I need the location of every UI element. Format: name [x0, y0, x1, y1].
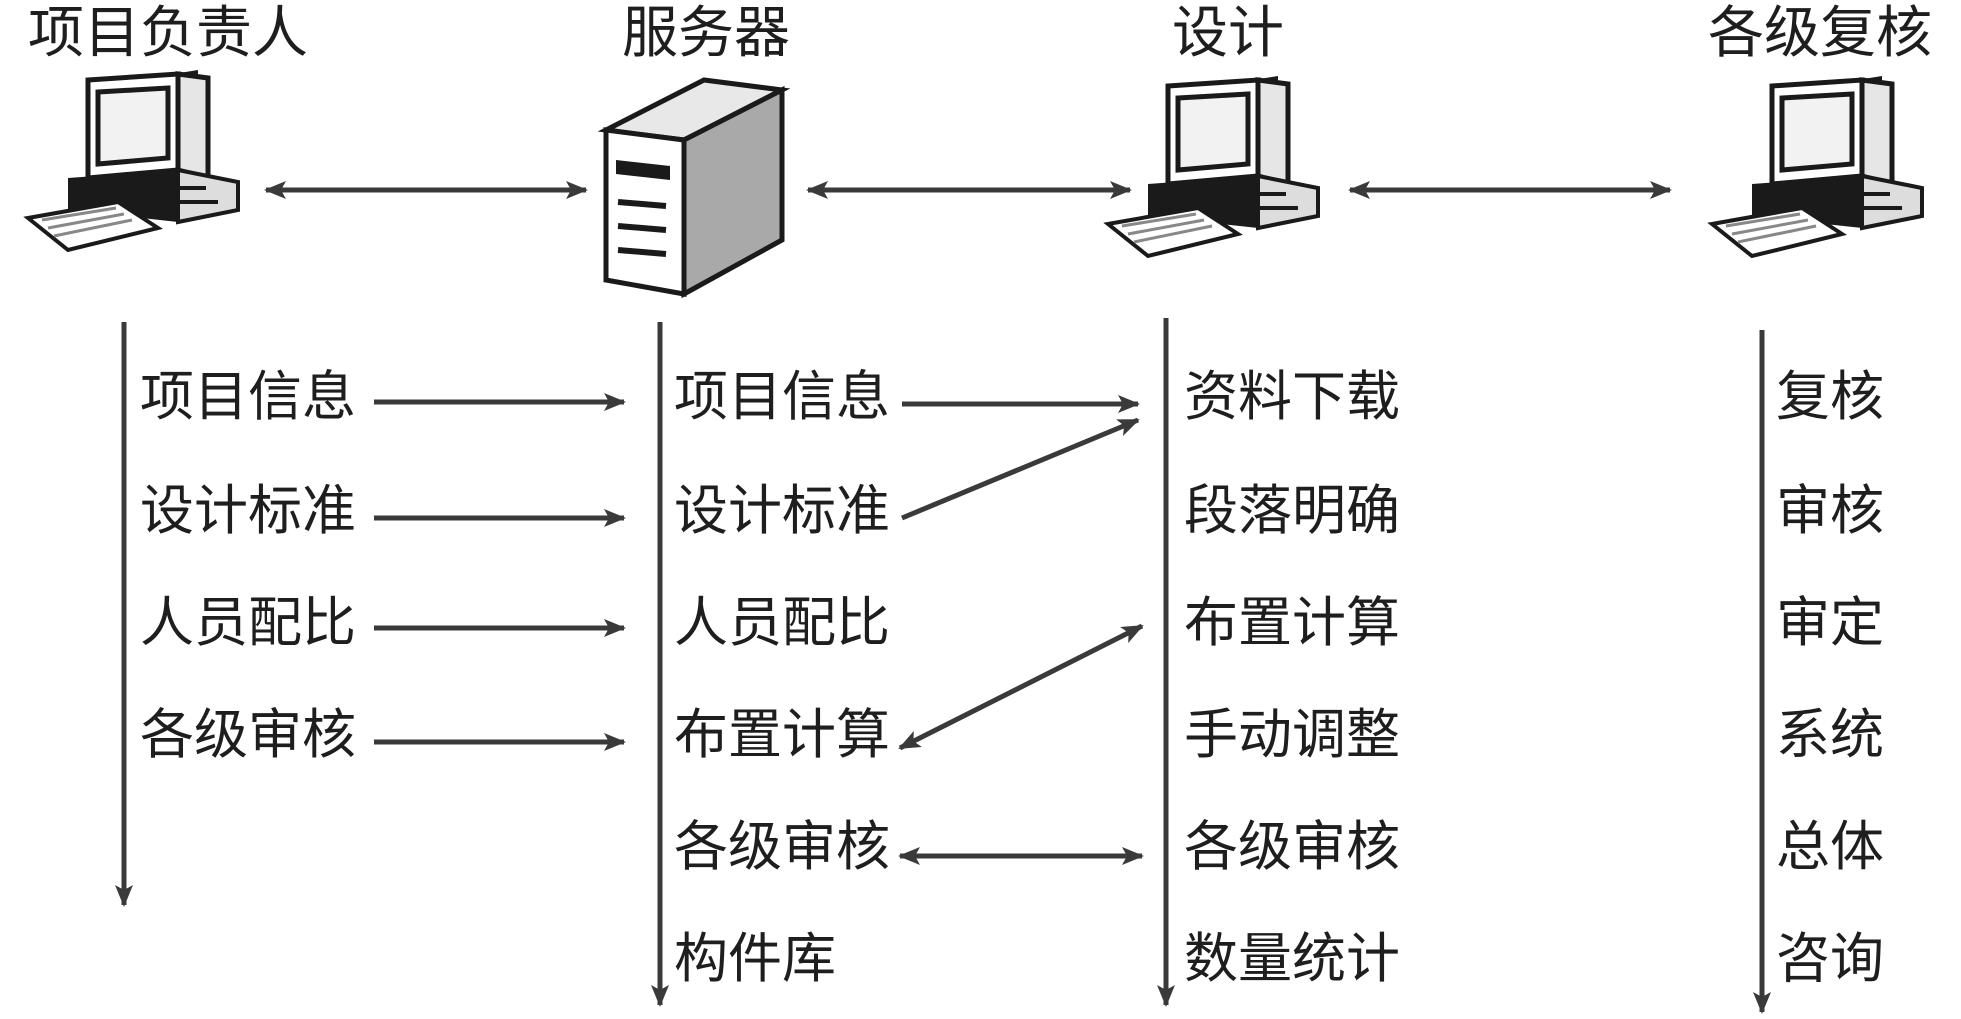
- review-step: 系统: [1776, 703, 1884, 766]
- node-title-review: 各级复核: [1708, 1, 1932, 66]
- desktop-computer-icon: [1103, 76, 1320, 259]
- server-step: 设计标准: [674, 479, 890, 542]
- manager-step: 人员配比: [140, 591, 356, 654]
- server-step: 各级审核: [674, 815, 890, 878]
- review-step: 总体: [1776, 815, 1884, 878]
- review-step: 审核: [1776, 479, 1884, 542]
- manager-step: 设计标准: [140, 479, 356, 542]
- node-title-manager: 项目负责人: [28, 1, 308, 66]
- server-step: 人员配比: [674, 591, 890, 654]
- review-step: 复核: [1776, 365, 1884, 428]
- server-step: 布置计算: [674, 703, 890, 766]
- design-step: 段落明确: [1184, 479, 1400, 542]
- design-step: 布置计算: [1184, 591, 1400, 654]
- desktop-computer-icon: [1707, 76, 1924, 259]
- design-step: 资料下载: [1184, 365, 1400, 428]
- design-step: 手动调整: [1184, 703, 1400, 766]
- review-step: 审定: [1776, 591, 1884, 654]
- server-tower-icon: [597, 77, 791, 299]
- review-step: 咨询: [1776, 927, 1884, 990]
- server-step: 构件库: [674, 927, 836, 990]
- manager-step: 各级审核: [140, 703, 356, 766]
- flow-arrow: [898, 623, 1144, 751]
- server-step: 项目信息: [674, 365, 890, 428]
- design-step: 各级审核: [1184, 815, 1400, 878]
- node-title-server: 服务器: [622, 1, 790, 66]
- node-title-design: 设计: [1172, 1, 1284, 66]
- desktop-computer-icon: [23, 70, 240, 253]
- flow-arrow: [901, 417, 1140, 521]
- design-step: 数量统计: [1184, 927, 1400, 990]
- manager-step: 项目信息: [140, 365, 356, 428]
